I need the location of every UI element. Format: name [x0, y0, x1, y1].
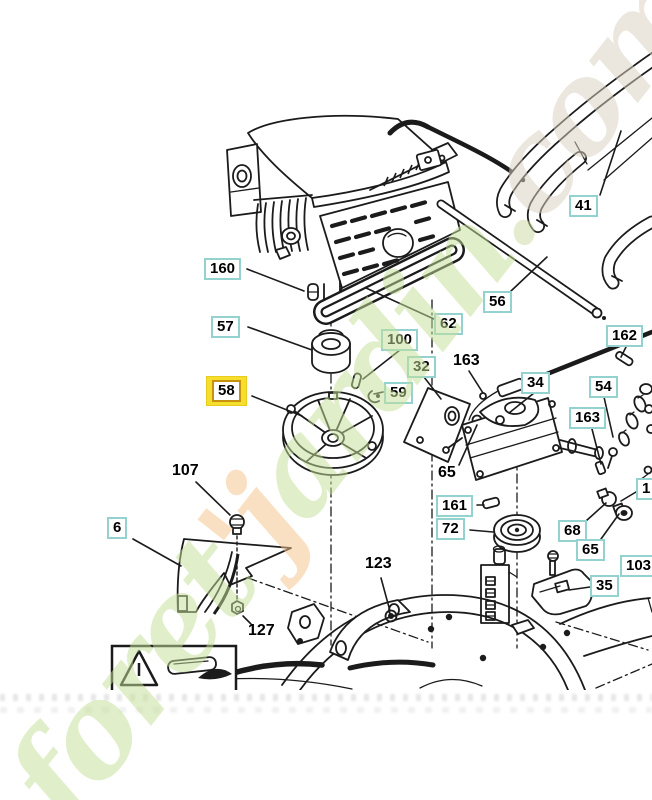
part-label-107: 107 [172, 462, 199, 479]
part-label-54[interactable]: 54 [589, 376, 618, 398]
deck-drawing [150, 595, 652, 690]
part-label-1-clipped[interactable]: 1 [636, 478, 652, 500]
part-label-163b[interactable]: 163 [569, 407, 607, 429]
guard-drawing [178, 515, 291, 614]
part-label-160[interactable]: 160 [204, 258, 242, 280]
part-label-123: 123 [365, 555, 392, 572]
part-label-161[interactable]: 161 [436, 495, 474, 517]
part-label-72[interactable]: 72 [436, 518, 465, 540]
part-label-34[interactable]: 34 [521, 372, 550, 394]
carburetor-drawing [443, 398, 603, 480]
part-label-56[interactable]: 56 [483, 291, 512, 313]
part-label-41[interactable]: 41 [569, 195, 598, 217]
canister-drawing [481, 546, 517, 623]
part-label-127: 127 [248, 622, 275, 639]
part-label-35[interactable]: 35 [590, 575, 619, 597]
tie-rod-drawing [441, 204, 606, 320]
part-label-59[interactable]: 59 [384, 382, 413, 404]
part-label-62[interactable]: 62 [434, 313, 463, 335]
belt-drawing [326, 250, 452, 312]
part-label-162[interactable]: 162 [606, 325, 644, 347]
hardware-chain-drawing [595, 384, 652, 520]
bracket-35-drawing [532, 551, 592, 614]
fan-drawing [283, 392, 383, 475]
scan-cutoff-mask [0, 690, 652, 800]
leader-lines [133, 131, 636, 624]
handlebar-drawing [503, 52, 652, 283]
part-label-65b[interactable]: 65 [576, 539, 605, 561]
part-label-68[interactable]: 68 [558, 520, 587, 542]
part-label-100[interactable]: 100 [381, 329, 419, 351]
part-label-103-clipped[interactable]: 103 [620, 555, 652, 577]
crankshaft-parts-drawing [308, 284, 380, 402]
part-label-65a: 65 [438, 464, 456, 481]
part-label-57[interactable]: 57 [211, 316, 240, 338]
part-label-58-highlighted[interactable]: 58 [206, 376, 247, 406]
engine-drawing [227, 116, 460, 310]
part-label-6[interactable]: 6 [107, 517, 128, 539]
part-label-32[interactable]: 32 [407, 356, 436, 378]
pulley-72-drawing [482, 497, 540, 552]
part-label-163a: 163 [453, 352, 480, 369]
